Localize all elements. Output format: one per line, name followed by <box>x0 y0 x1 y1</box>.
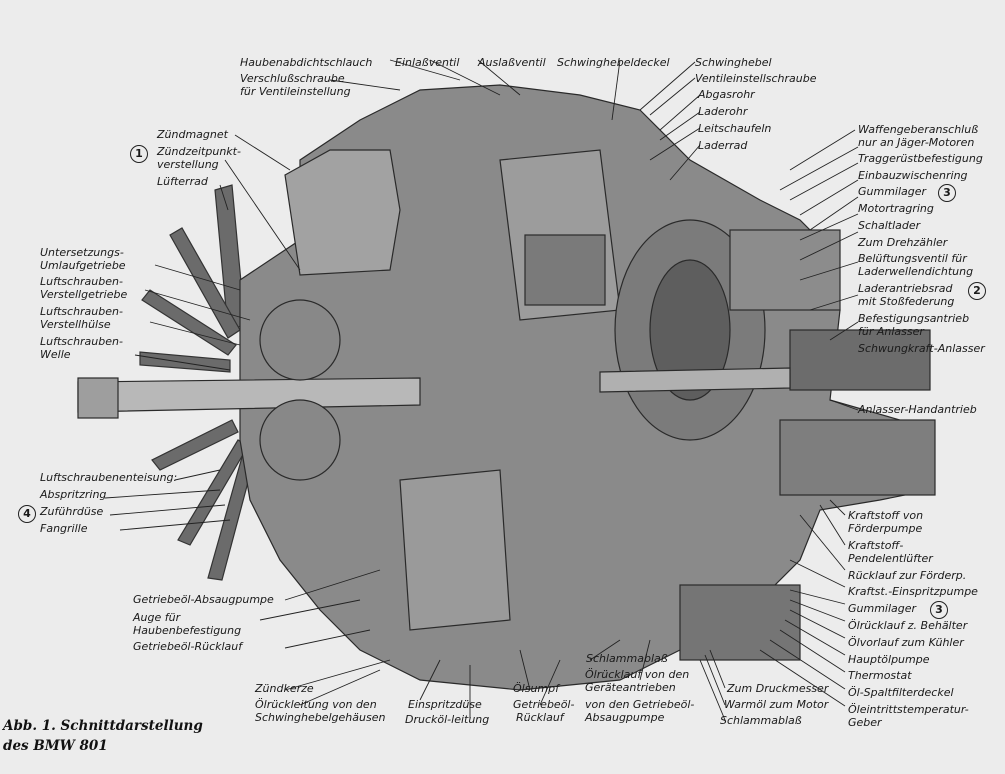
label-gummilager-top: Gummilager <box>858 185 927 198</box>
label-kraftstoff-foerder-1: Kraftstoff von <box>848 509 924 522</box>
label-enteisung: Luftschraubenenteisung: <box>40 471 178 484</box>
label-abgasrohr: Abgasrohr <box>698 88 755 101</box>
label-oelruecklauf-geraete-1: Ölrücklauf von den <box>585 668 690 681</box>
label-luftschrauben-getriebe-2: Verstellgetriebe <box>40 288 128 301</box>
marker-3-top: 3 <box>938 184 956 202</box>
label-kraftstoff-foerder-2: Förderpumpe <box>848 522 923 535</box>
label-schlammablass-2: Schlammablaß <box>720 714 802 727</box>
label-pendel-2: Pendelentlüfter <box>848 552 933 565</box>
label-luftschrauben-welle-2: Welle <box>40 348 71 361</box>
label-auslassventil: Auslaßventil <box>478 56 546 69</box>
label-pendel-1: Kraftstoff- <box>848 539 904 552</box>
label-luftschrauben-welle-1: Luftschrauben- <box>40 335 123 348</box>
caption-line-2: des BMW 801 <box>3 738 108 754</box>
label-thermostat: Thermostat <box>848 669 912 682</box>
label-untersetzung-2: Umlaufgetriebe <box>40 259 126 272</box>
starter-block <box>789 329 931 391</box>
marker-1: 1 <box>130 145 148 163</box>
label-einbauzwischenring: Einbauzwischenring <box>858 169 968 182</box>
label-spaltfilter: Öl-Spaltfilterdeckel <box>848 686 954 699</box>
label-oeleintritt-1: Öleintrittstemperatur- <box>848 703 969 716</box>
label-zuendkerze: Zündkerze <box>255 682 314 695</box>
marker-3-bottom: 3 <box>930 601 948 619</box>
label-laderohr: Laderohr <box>698 105 748 118</box>
label-drehzaehler: Zum Drehzähler <box>858 236 948 249</box>
label-motortragring: Motortragring <box>858 202 934 215</box>
label-druckmesser: Zum Druckmesser <box>727 682 829 695</box>
label-einspritzduese: Einspritzdüse <box>408 698 482 711</box>
label-belueftung-1: Belüftungsventil für <box>858 252 967 265</box>
label-untersetzung-1: Untersetzungs- <box>40 246 124 259</box>
label-verschlussschraube-2: für Ventileinstellung <box>240 85 351 98</box>
label-waffengeber-2: nur an Jäger-Motoren <box>858 136 975 149</box>
label-befestigung-1: Befestigungsantrieb <box>858 312 970 325</box>
label-schlammablass-1: Schlammablaß <box>586 652 668 665</box>
label-oelruecklauf-geraete-4: Absaugpumpe <box>585 711 665 724</box>
label-anlasser-hand: Anlasser-Handantrieb <box>858 403 977 416</box>
gearbox-right <box>779 419 936 496</box>
figure-caption: Abb. 1. Schnittdarstellung des BMW 801 <box>3 716 203 756</box>
label-traggeruest: Traggerüstbefestigung <box>858 152 983 165</box>
label-luftschrauben-getriebe-1: Luftschrauben- <box>40 275 123 288</box>
label-laderantrieb-2: mit Stoßfederung <box>858 295 955 308</box>
label-druckoelleitung: Drucköl-leitung <box>405 713 490 726</box>
label-zuendzeitpunkt-1: Zündzeitpunkt- <box>157 145 241 158</box>
label-oelrueckleitung-2: Schwinghebelgehäusen <box>255 711 386 724</box>
label-getriebeoel-ruecklauf: Getriebeöl-Rücklauf <box>133 640 243 653</box>
label-oelrueckleitung-1: Ölrückleitung von den <box>255 698 377 711</box>
cylinder-lower <box>399 469 511 631</box>
label-zuendmagnet: Zündmagnet <box>157 128 228 141</box>
label-getriebeoel-rl-2: Rücklauf <box>516 711 564 724</box>
label-fangrille: Fangrille <box>40 522 88 535</box>
label-zuendzeitpunkt-2: verstellung <box>157 158 219 171</box>
label-belueftung-2: Laderwellendichtung <box>858 265 974 278</box>
label-laderrad: Laderrad <box>698 139 748 152</box>
label-luftschrauben-huelse-1: Luftschrauben- <box>40 305 123 318</box>
label-ventileinstellschraube: Ventileinstellschraube <box>695 72 817 85</box>
label-absaugpumpe: Getriebeöl-Absaugpumpe <box>133 593 274 606</box>
label-einlassventil: Einlaßventil <box>395 56 460 69</box>
label-luftschrauben-huelse-2: Verstellhülse <box>40 318 111 331</box>
label-warmoel: Warmöl zum Motor <box>724 698 829 711</box>
label-schwinghebel: Schwinghebel <box>695 56 772 69</box>
caption-line-1: Abb. 1. Schnittdarstellung <box>3 718 203 734</box>
marker-2: 2 <box>968 282 986 300</box>
label-einspritzpumpe: Kraftst.-Einspritzpumpe <box>848 585 978 598</box>
piston <box>524 234 606 306</box>
label-schwinghebeldeckel: Schwinghebeldeckel <box>557 56 670 69</box>
label-abspritzring: Abspritzring <box>40 488 107 501</box>
label-haubenabdichtschlauch: Haubenabdichtschlauch <box>240 56 373 69</box>
oil-pump-assembly <box>679 584 801 661</box>
label-lueferrad: Lüfterrad <box>157 175 208 188</box>
label-schwungkraft: Schwungkraft-Anlasser <box>858 342 985 355</box>
label-gummilager-bottom: Gummilager <box>848 602 917 615</box>
label-ruecklauf-foerderp: Rücklauf zur Förderp. <box>848 569 967 582</box>
marker-4: 4 <box>18 505 36 523</box>
label-befestigung-2: für Anlasser <box>858 325 924 338</box>
fan-blades <box>139 184 257 581</box>
label-auge-1: Auge für <box>133 611 181 624</box>
leader-lines <box>104 59 859 721</box>
label-schaltlader: Schaltlader <box>858 219 921 232</box>
label-waffengeber-1: Waffengeberanschluß <box>858 123 979 136</box>
label-hauptoelpumpe: Hauptölpumpe <box>848 653 930 666</box>
label-getriebeoel-rl-1: Getriebeöl- <box>513 698 575 711</box>
label-laderantrieb-1: Laderantriebsrad <box>858 282 953 295</box>
label-leitschaufeln: Leitschaufeln <box>698 122 772 135</box>
label-auge-2: Haubenbefestigung <box>133 624 242 637</box>
label-oeleintritt-2: Geber <box>848 716 882 729</box>
label-zufuehrduese: Zuführdüse <box>40 505 104 518</box>
label-oelruecklauf-geraete-2: Geräteantrieben <box>585 681 676 694</box>
label-oelruecklauf-behaelter: Ölrücklauf z. Behälter <box>848 619 968 632</box>
cylinder-head-left <box>284 149 401 276</box>
label-verschlussschraube-1: Verschlußschraube <box>240 72 345 85</box>
label-oelsumpf: Ölsumpf <box>513 682 559 695</box>
label-oelruecklauf-geraete-3: von den Getriebeöl- <box>585 698 695 711</box>
label-oelvorlauf: Ölvorlauf zum Kühler <box>848 636 964 649</box>
